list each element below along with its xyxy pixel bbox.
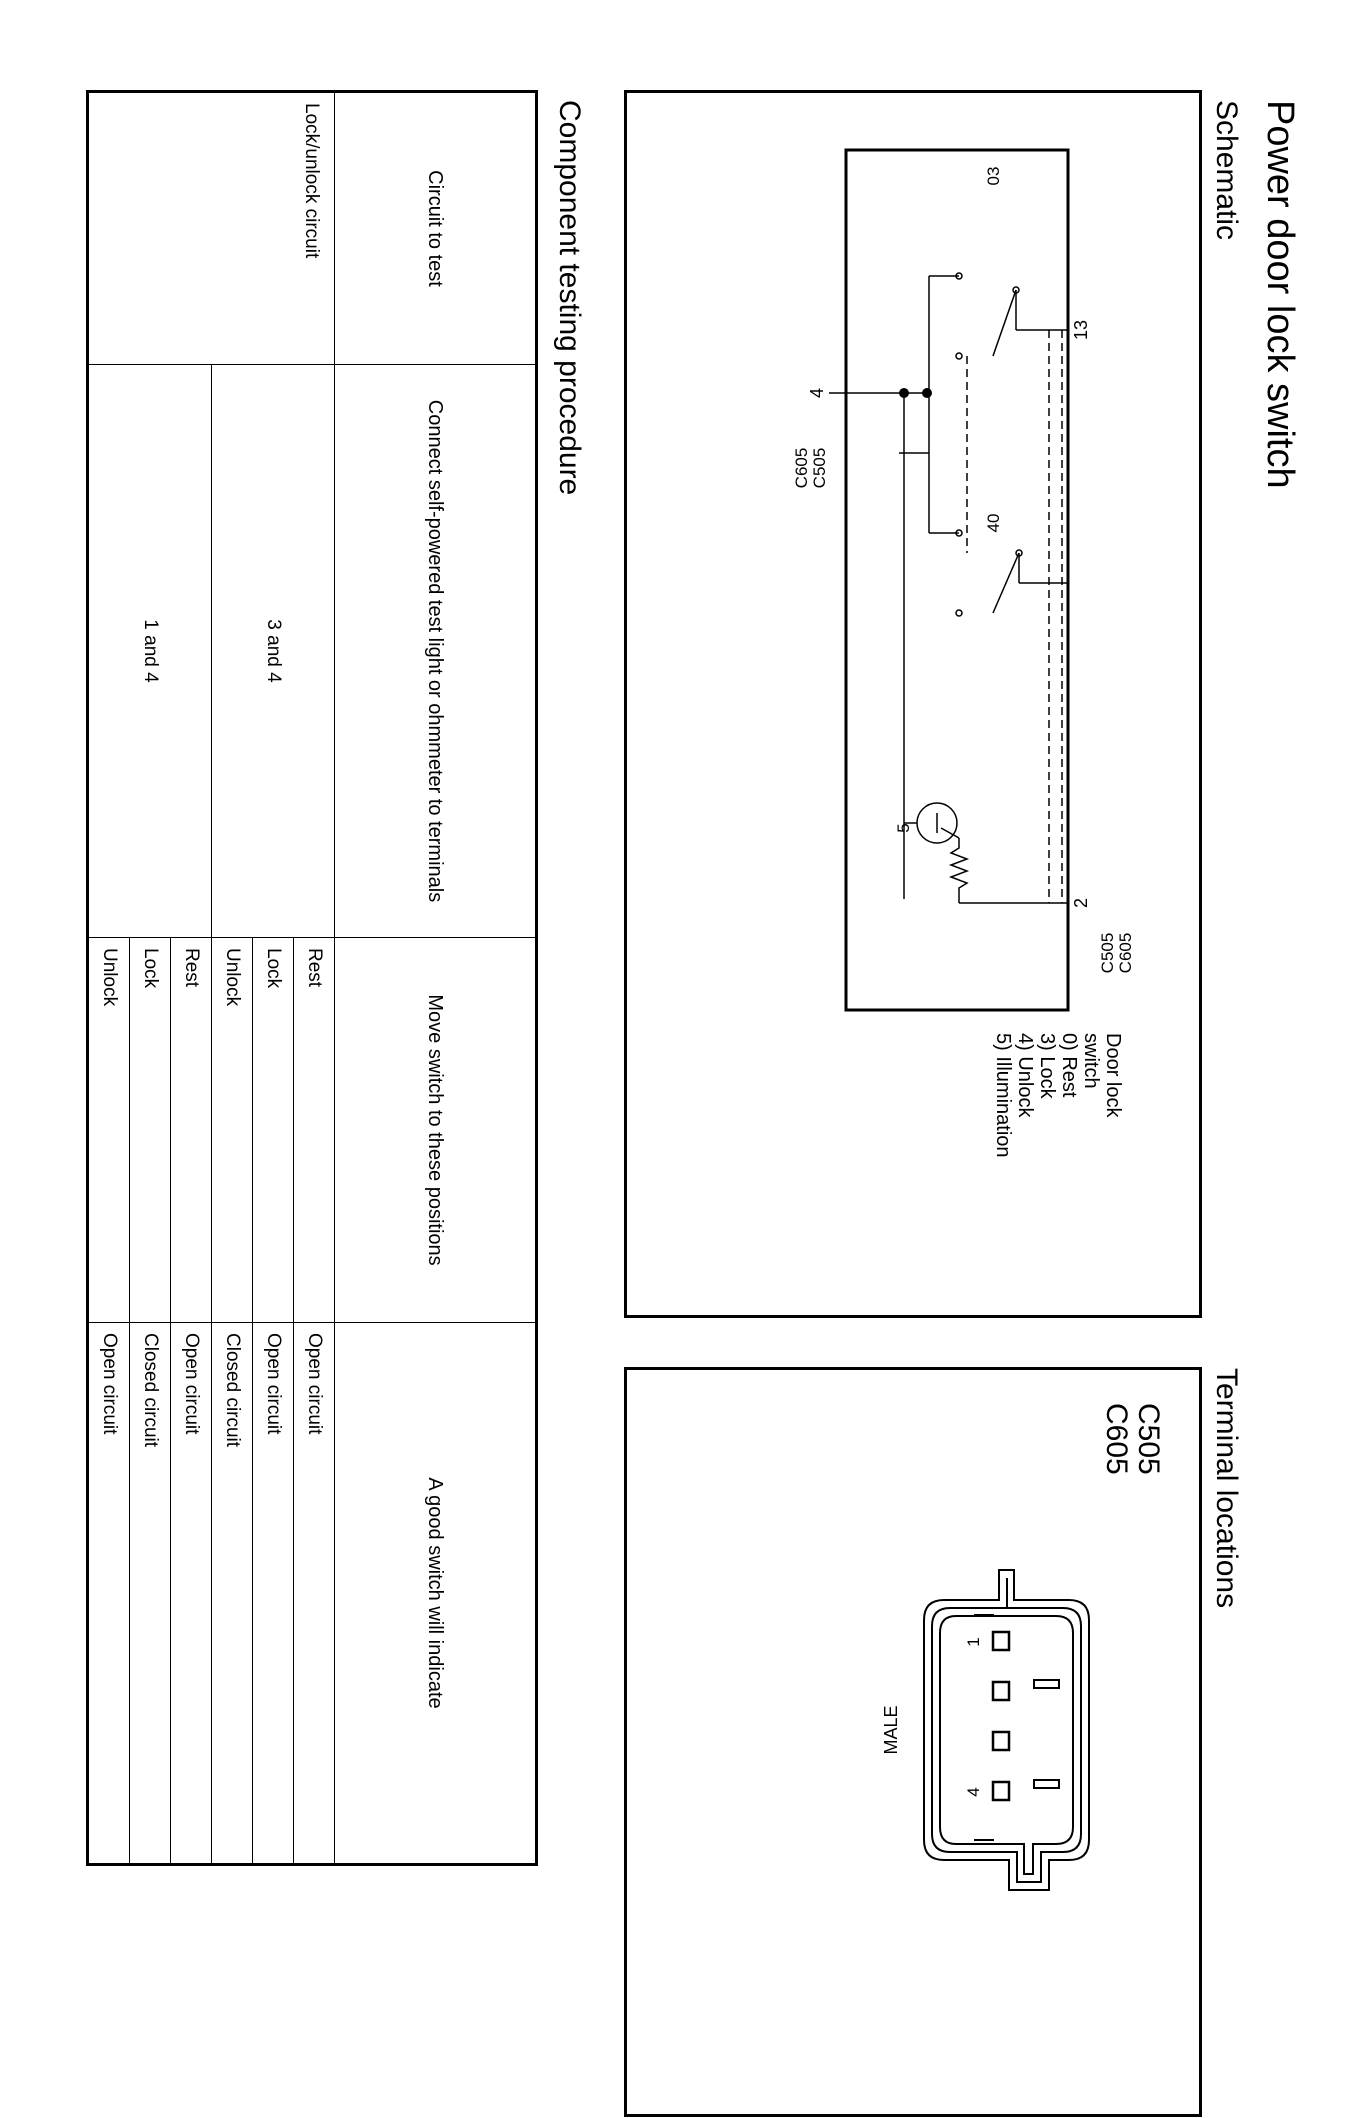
- terminals-cell: 3 and 4: [211, 364, 335, 938]
- connector-face-diagram: 1 4 MALE: [881, 1569, 1090, 1891]
- header-positions: Move switch to these positions: [334, 937, 537, 1323]
- schematic-heading: Schematic: [1210, 100, 1243, 241]
- label-03: 03: [984, 167, 1003, 186]
- schematic-panel: 13 2 03 40 5 4 C505 C605 C605 C505 Door …: [624, 90, 1202, 1318]
- circuit-name-cell: Lock/unlock circuit: [87, 91, 335, 365]
- testing-heading: Component testing procedure: [553, 100, 586, 496]
- switch-contact-1: [992, 289, 1017, 357]
- schematic-diagram: 13 2 03 40 5 4 C505 C605 C605 C505: [792, 148, 1135, 1012]
- terminal-13-label: 13: [1071, 320, 1091, 340]
- pin-4-label: 4: [964, 1787, 983, 1796]
- header-result: A good switch will indicate: [334, 1322, 537, 1865]
- header-terminals: Connect self-powered test light or ohmme…: [334, 364, 537, 938]
- legend-line: 4) Unlock: [1014, 1033, 1036, 1118]
- header-circuit: Circuit to test: [334, 91, 537, 365]
- table-header-row: Circuit to test Connect self-powered tes…: [334, 91, 537, 1865]
- connector-left-2: C605: [792, 448, 811, 489]
- connector-top-1: C605: [1116, 933, 1135, 974]
- pin-cavity: [991, 1630, 1011, 1652]
- legend-line: 0) Rest: [1058, 1033, 1080, 1098]
- terminal-4-label: 4: [807, 388, 827, 398]
- resistor-symbol: [948, 838, 970, 903]
- result-cell: Closed circuit: [211, 1322, 253, 1865]
- position-cell: Lock: [129, 937, 171, 1323]
- legend-line: 5) Illumination: [992, 1033, 1014, 1158]
- connector-outline: [923, 1569, 1090, 1891]
- terminals-cell: 1 and 4: [87, 364, 212, 938]
- pin-cavity: [991, 1730, 1011, 1752]
- switch-contact-2: [992, 552, 1020, 614]
- result-cell: Closed circuit: [129, 1322, 171, 1865]
- label-40: 40: [984, 514, 1003, 533]
- result-cell: Open circuit: [170, 1322, 212, 1865]
- position-cell: Rest: [293, 937, 335, 1323]
- table-row: Lock/unlock circuit 3 and 4 Rest Open ci…: [87, 91, 335, 1865]
- result-cell: Open circuit: [87, 1322, 130, 1865]
- position-cell: Unlock: [87, 937, 130, 1323]
- label-5: 5: [894, 823, 913, 832]
- result-cell: Open circuit: [293, 1322, 335, 1865]
- position-cell: Unlock: [211, 937, 253, 1323]
- switch-housing: [844, 148, 1070, 1012]
- terminal-2-label: 2: [1071, 898, 1091, 908]
- legend-line: 3) Lock: [1036, 1033, 1058, 1099]
- terminal-locations-heading: Terminal locations: [1210, 1368, 1243, 1609]
- testing-table: Circuit to test Connect self-powered tes…: [86, 90, 538, 1867]
- result-cell: Open circuit: [252, 1322, 294, 1865]
- gender-label: MALE: [881, 1705, 901, 1754]
- position-cell: Rest: [170, 937, 212, 1323]
- pin-cavity: [991, 1780, 1011, 1802]
- terminal-locations-panel: C505 C605 1 4 MALE: [624, 1367, 1202, 2117]
- switch-legend: Door lock switch 0) Rest 3) Lock 4) Unlo…: [992, 1033, 1124, 1158]
- legend-line: Door lock: [1102, 1033, 1124, 1118]
- connector-top-2: C505: [1098, 933, 1117, 974]
- pin-cavity: [991, 1680, 1011, 1702]
- page-title: Power door lock switch: [1259, 100, 1301, 489]
- legend-line: switch: [1080, 1033, 1102, 1089]
- pin-1-label: 1: [964, 1637, 983, 1646]
- connector-left-1: C505: [810, 448, 829, 489]
- position-cell: Lock: [252, 937, 294, 1323]
